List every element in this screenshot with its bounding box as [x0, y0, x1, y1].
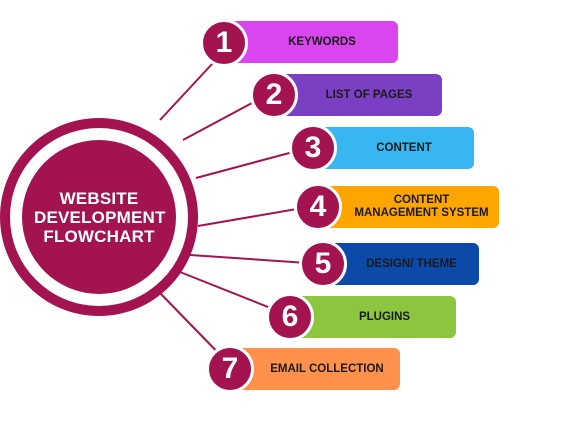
step-4-label: CONTENT MANAGEMENT SYSTEM — [354, 194, 489, 219]
step-4-pill: CONTENT MANAGEMENT SYSTEM — [316, 186, 499, 228]
step-5-badge: 5 — [299, 240, 347, 288]
step-7-badge: 7 — [206, 345, 254, 393]
step-1-label: KEYWORDS — [288, 35, 356, 48]
step-6-badge: 6 — [266, 293, 314, 341]
step-1-badge: 1 — [200, 19, 248, 67]
step-2-label: LIST OF PAGES — [325, 88, 413, 101]
step-3-label: CONTENT — [376, 141, 432, 154]
hub-title: WEBSITE DEVELOPMENT FLOWCHART — [34, 188, 166, 246]
step-7-pill: EMAIL COLLECTION — [226, 348, 400, 390]
step-2-badge: 2 — [250, 71, 298, 119]
step-3-pill: CONTENT — [306, 127, 474, 169]
step-4-badge: 4 — [294, 183, 342, 231]
step-6-label: PLUGINS — [358, 310, 411, 323]
step-5-label: DESIGN/ THEME — [366, 257, 457, 270]
step-3-badge: 3 — [289, 124, 337, 172]
step-7-label: EMAIL COLLECTION — [270, 362, 384, 375]
hub-circle: WEBSITE DEVELOPMENT FLOWCHART — [0, 118, 198, 316]
hub-core: WEBSITE DEVELOPMENT FLOWCHART — [22, 140, 176, 294]
step-1-pill: KEYWORDS — [218, 21, 398, 63]
